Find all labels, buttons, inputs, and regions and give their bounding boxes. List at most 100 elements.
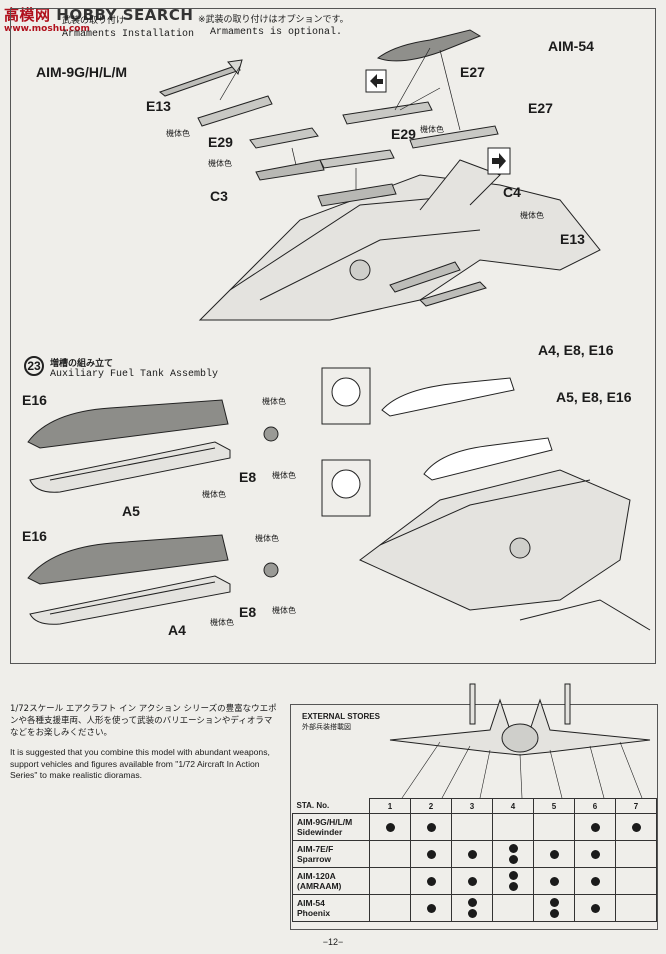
watermark-logo: 高模网 HOBBY SEARCH www.moshu.com	[4, 4, 193, 34]
label-c4: C4	[503, 184, 521, 200]
mount-dot	[549, 898, 559, 907]
mount-dot	[467, 898, 477, 907]
watermark-brand: 高	[4, 6, 20, 24]
store-designation: AIM-54	[297, 898, 325, 908]
step22-title-en: Armaments Installation	[62, 29, 195, 40]
station-cell	[533, 894, 575, 922]
mount-dot	[508, 855, 518, 864]
mount-dot	[590, 822, 600, 832]
mount-dot	[590, 876, 600, 886]
station-cell	[451, 894, 493, 922]
store-designation: AIM-7E/F	[297, 844, 334, 854]
series-note-jp: 1/72スケール エアクラフト イン アクション シリーズの豊富なウエポンや各種…	[10, 704, 277, 738]
step23-title-en: Auxiliary Fuel Tank Assembly	[50, 369, 219, 380]
arrow-box-icon	[365, 69, 387, 93]
station-number: 1	[369, 798, 411, 814]
body-color-note: 機体色	[202, 490, 226, 499]
station-cell	[615, 894, 657, 922]
watermark-url: www.moshu.com	[4, 24, 90, 34]
stores-title: EXTERNAL STORES	[302, 712, 380, 721]
step22-note-jp: ※武装の取り付けはオプションです。	[198, 15, 349, 25]
station-cell	[533, 840, 575, 868]
station-cell	[369, 867, 411, 895]
instruction-frame	[10, 8, 656, 664]
station-cell	[615, 840, 657, 868]
station-cell	[410, 867, 452, 895]
label-e8-b: E8	[239, 604, 257, 620]
mount-dot	[426, 822, 436, 832]
label-e13-a: E13	[146, 98, 171, 114]
label-e13-b: E13	[560, 231, 585, 247]
label-aim54: AIM-54	[548, 38, 594, 54]
label-e27-a: E27	[460, 64, 485, 80]
label-a4: A4	[168, 622, 186, 638]
station-cell	[451, 867, 493, 895]
label-a5: A5	[122, 503, 140, 519]
station-cell	[369, 894, 411, 922]
label-e8-a: E8	[239, 469, 257, 485]
mount-dot	[631, 822, 641, 832]
mount-dot	[590, 903, 600, 913]
stores-subtitle: 外部兵装搭載図	[302, 723, 351, 731]
mount-dot	[426, 876, 436, 886]
body-color-note: 機体色	[520, 211, 544, 220]
station-number: 7	[615, 798, 657, 814]
station-cell	[410, 894, 452, 922]
store-designation: AIM-9G/H/L/M	[297, 817, 353, 827]
store-common-name: Sparrow	[297, 854, 332, 864]
step-number: 23	[24, 356, 44, 376]
mount-dot	[508, 882, 518, 891]
mount-dot	[467, 909, 477, 918]
body-color-note: 機体色	[420, 125, 444, 134]
mount-dot	[508, 871, 518, 880]
body-color-note: 機体色	[210, 618, 234, 627]
mount-dot	[549, 909, 559, 918]
body-color-note: 機体色	[208, 159, 232, 168]
label-e29-a: E29	[208, 134, 233, 150]
station-cell	[615, 813, 657, 841]
watermark-search: HOBBY SEARCH	[56, 6, 194, 24]
store-common-name: Phoenix	[297, 908, 331, 918]
body-color-note: 機体色	[272, 471, 296, 480]
body-color-note: 機体色	[272, 606, 296, 615]
page-number: −12−	[322, 937, 344, 947]
mount-dot	[549, 876, 559, 886]
armament-installation-drawing	[158, 29, 601, 321]
station-cell	[492, 813, 534, 841]
station-cell	[492, 840, 534, 868]
station-number: 2	[410, 798, 452, 814]
mount-dot	[590, 849, 600, 859]
aircraft-station-diagram	[389, 683, 651, 799]
station-header-label: STA. No.	[292, 798, 370, 814]
mount-dot	[426, 849, 436, 859]
station-cell	[369, 813, 411, 841]
mount-dot	[467, 876, 477, 886]
step23-title-jp: 増槽の組み立て	[50, 359, 114, 369]
station-cell	[369, 840, 411, 868]
body-color-note: 機体色	[262, 397, 286, 406]
table-row: AIM-120A(AMRAAM)	[292, 867, 657, 895]
label-e16-b: E16	[22, 528, 47, 544]
step22-title-jp: 武装の取り付け	[62, 16, 126, 26]
label-aim9: AIM-9G/H/L/M	[36, 64, 127, 80]
mount-dot	[508, 844, 518, 853]
label-install-2: A5, E8, E16	[556, 389, 632, 405]
station-cell	[410, 840, 452, 868]
station-cell	[574, 867, 616, 895]
station-cell	[533, 813, 575, 841]
station-cell	[451, 840, 493, 868]
station-number: 5	[533, 798, 575, 814]
mount-dot	[549, 849, 559, 859]
station-cell	[451, 813, 493, 841]
store-common-name: Sidewinder	[297, 827, 343, 837]
store-designation: AIM-120A	[297, 871, 336, 881]
station-cell	[492, 867, 534, 895]
watermark-brand2: 模网	[19, 6, 51, 24]
body-color-note: 機体色	[166, 129, 190, 138]
